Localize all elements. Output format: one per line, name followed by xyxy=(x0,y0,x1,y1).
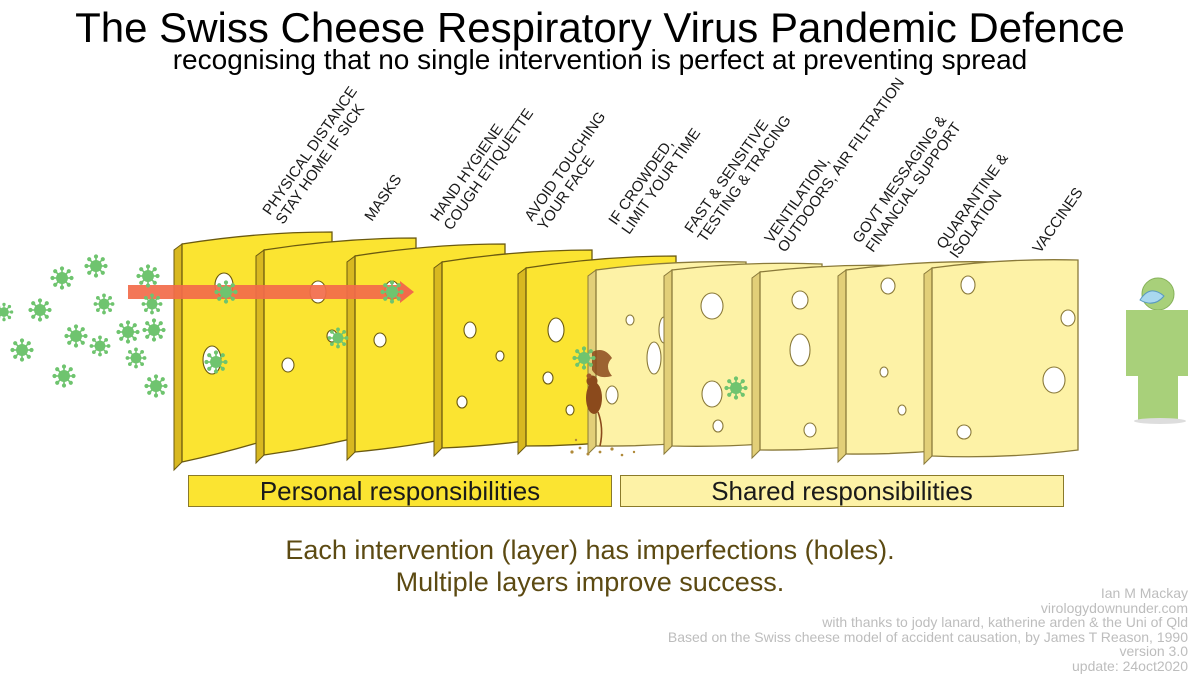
virus-icon xyxy=(136,264,160,288)
virus-icon xyxy=(10,338,34,362)
virus-icon xyxy=(125,347,147,369)
cheese-hole xyxy=(625,314,635,326)
message-line-1: Each intervention (layer) has imperfecti… xyxy=(285,535,895,565)
virus-icon xyxy=(84,254,108,278)
arrow-icon xyxy=(128,281,414,303)
cheese-hole xyxy=(1042,366,1066,394)
credit-author: Ian M Mackay xyxy=(1100,585,1188,601)
cheese-hole xyxy=(803,422,817,438)
cheese-hole xyxy=(789,333,811,367)
cheese-slice-edge xyxy=(433,261,443,458)
cheese-slice-edge xyxy=(837,269,847,464)
layer-label-2: MASKS xyxy=(361,172,405,225)
personal-responsibilities-band: Personal responsibilities xyxy=(188,475,612,507)
virus-icon xyxy=(141,293,163,315)
cheese-hole xyxy=(281,357,295,373)
cheese-hole xyxy=(700,292,724,320)
cheese-slice-edge xyxy=(255,249,265,465)
credit-site: virologydownunder.com xyxy=(1040,599,1188,616)
cheese-hole xyxy=(897,404,907,416)
message-line-2: Multiple layers improve success. xyxy=(395,567,785,597)
virus-icon xyxy=(724,376,748,400)
virus-icon xyxy=(214,280,238,304)
cheese-hole xyxy=(605,385,619,405)
cheese-hole xyxy=(463,321,477,339)
cheese-hole xyxy=(960,275,976,295)
virus-icon xyxy=(64,324,88,348)
cheese-slice-edge xyxy=(517,267,527,456)
credit-version: version 3.0 xyxy=(1119,643,1188,659)
cheese-hole xyxy=(542,371,554,385)
virus-icon xyxy=(50,266,74,290)
virus-icon xyxy=(89,335,111,357)
virus-icon xyxy=(116,320,140,344)
credits: Ian M Mackay virologydownunder.com with … xyxy=(668,586,1188,673)
cheese-hole xyxy=(879,366,889,378)
cheese-hole xyxy=(646,341,662,375)
layer-label-10: VACCINES xyxy=(1029,185,1086,257)
cheese-hole xyxy=(880,277,896,295)
mouse-icon xyxy=(570,350,636,457)
virus-icon xyxy=(144,374,168,398)
cheese-hole xyxy=(712,419,724,433)
cheese-slice-edge xyxy=(173,243,183,472)
page-title: The Swiss Cheese Respiratory Virus Pande… xyxy=(75,4,1125,51)
cheese-hole xyxy=(956,424,972,440)
cheese-hole xyxy=(791,290,809,310)
cheese-slice-edge xyxy=(751,271,761,460)
shared-responsibilities-band: Shared responsibilities xyxy=(620,475,1064,507)
layer-label-9: QUARANTINE &ISOLATION xyxy=(933,150,1025,261)
cheese-slice-10 xyxy=(923,259,1079,466)
credit-basis: Based on the Swiss cheese model of accid… xyxy=(667,628,1188,645)
layer-labels: PHYSICAL DISTANCESTAY HOME IF SICK MASKS… xyxy=(259,75,1086,262)
cheese-hole xyxy=(456,395,468,409)
cheese-hole xyxy=(1060,309,1076,327)
cheese-hole xyxy=(373,332,387,348)
credit-thanks: with thanks to jody lanard, katherine ar… xyxy=(822,614,1188,630)
cheese-hole xyxy=(495,350,505,362)
virus-icon xyxy=(93,293,115,315)
credit-update: update: 24oct2020 xyxy=(1072,657,1188,674)
cheese-slice-edge xyxy=(663,269,673,456)
virus-icon xyxy=(0,302,14,322)
virus-icon xyxy=(52,364,76,388)
layer-label-3: HAND HYGIENECOUGH ETIQUETTE xyxy=(427,96,537,233)
virus-icon xyxy=(142,318,166,342)
virus-icon xyxy=(28,298,52,322)
person-icon xyxy=(1126,277,1188,424)
cheese-hole xyxy=(547,317,565,343)
cheese-hole xyxy=(565,404,575,416)
cheese-slice-face xyxy=(931,259,1079,458)
cheese-hole xyxy=(701,380,723,408)
page-subtitle: recognising that no single intervention … xyxy=(172,44,1028,75)
virus-icon xyxy=(380,280,404,304)
virus-icon xyxy=(204,350,228,374)
virus-icon xyxy=(327,327,349,349)
cheese-slices xyxy=(173,231,1079,472)
layer-label-1: PHYSICAL DISTANCESTAY HOME IF SICK xyxy=(259,84,374,228)
cheese-slice-edge xyxy=(923,267,933,466)
virus-icon xyxy=(572,346,596,370)
